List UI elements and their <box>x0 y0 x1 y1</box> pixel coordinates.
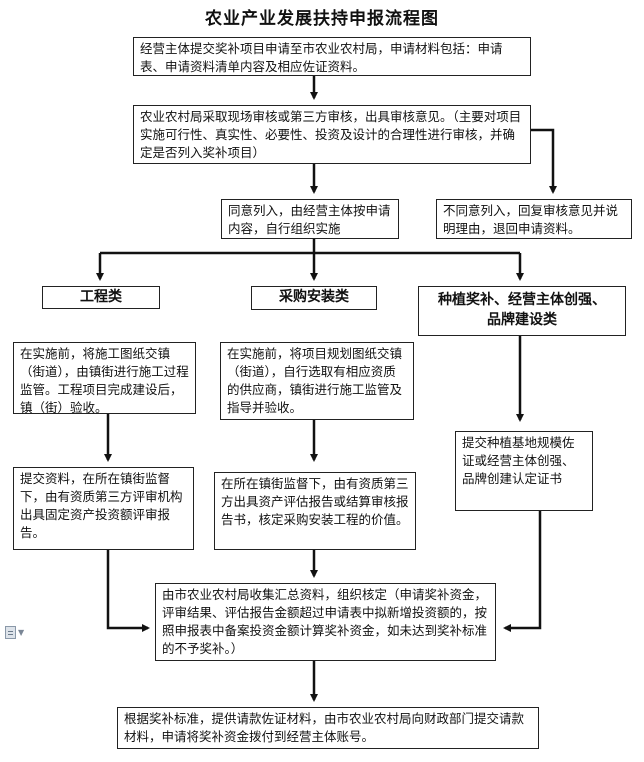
document-sheet-icon <box>5 625 16 639</box>
category-purchase: 采购安装类 <box>251 286 377 310</box>
node-planting-submit: 提交种植基地规模佐证或经营主体创强、品牌创建认定证书 <box>455 431 593 511</box>
node-purchase-before: 在实施前，将项目规划图纸交镇（街道），自行选取有相应资质的供应商，镇街进行施工监… <box>220 342 414 420</box>
category-engineering: 工程类 <box>42 286 160 309</box>
node-collect: 由市农业农村局收集汇总资料，组织核定（申请奖补资金，评审结果、评估报告金额超过申… <box>155 583 496 661</box>
node-purchase-after: 在所在镇街监督下，由有资质第三方出具资产评估报告或结算审核报告书，核定采购安装工… <box>214 472 416 550</box>
chevron-down-icon: ▼ <box>18 627 25 637</box>
node-agree: 同意列入，由经营主体按申请内容，自行组织实施 <box>221 199 399 239</box>
node-submit: 经营主体提交奖补项目申请至市农业农村局，申请材料包括：申请表、申请资料清单内容及… <box>133 37 531 76</box>
page-title: 农业产业发展扶持申报流程图 <box>205 9 439 29</box>
category-planting: 种植奖补、经营主体创强、品牌建设类 <box>418 286 626 336</box>
arrow-review-disagree <box>531 128 557 194</box>
node-disagree: 不同意列入，回复审核意见并说明理由，退回申请资料。 <box>436 199 632 239</box>
document-icon[interactable]: ▼ <box>5 622 39 642</box>
arrow-planting-collect <box>503 510 542 632</box>
node-final: 根据奖补标准，提供请款佐证材料，由市农业农村局向财政部门提交请款材料，申请将奖补… <box>117 707 539 749</box>
node-engineering-after: 提交资料，在所在镇街监督下，由有资质第三方评审机构出具固定资产投资额评审报告。 <box>13 467 194 550</box>
node-engineering-before: 在实施前，将施工图纸交镇（街道），由镇街进行施工过程监管。工程项目完成建设后，镇… <box>13 342 196 414</box>
arrow-engineering-collect <box>106 550 150 632</box>
node-review: 农业农村局采取现场审核或第三方审核，出具审核意见。（主要对项目实施可行性、真实性… <box>133 105 531 164</box>
